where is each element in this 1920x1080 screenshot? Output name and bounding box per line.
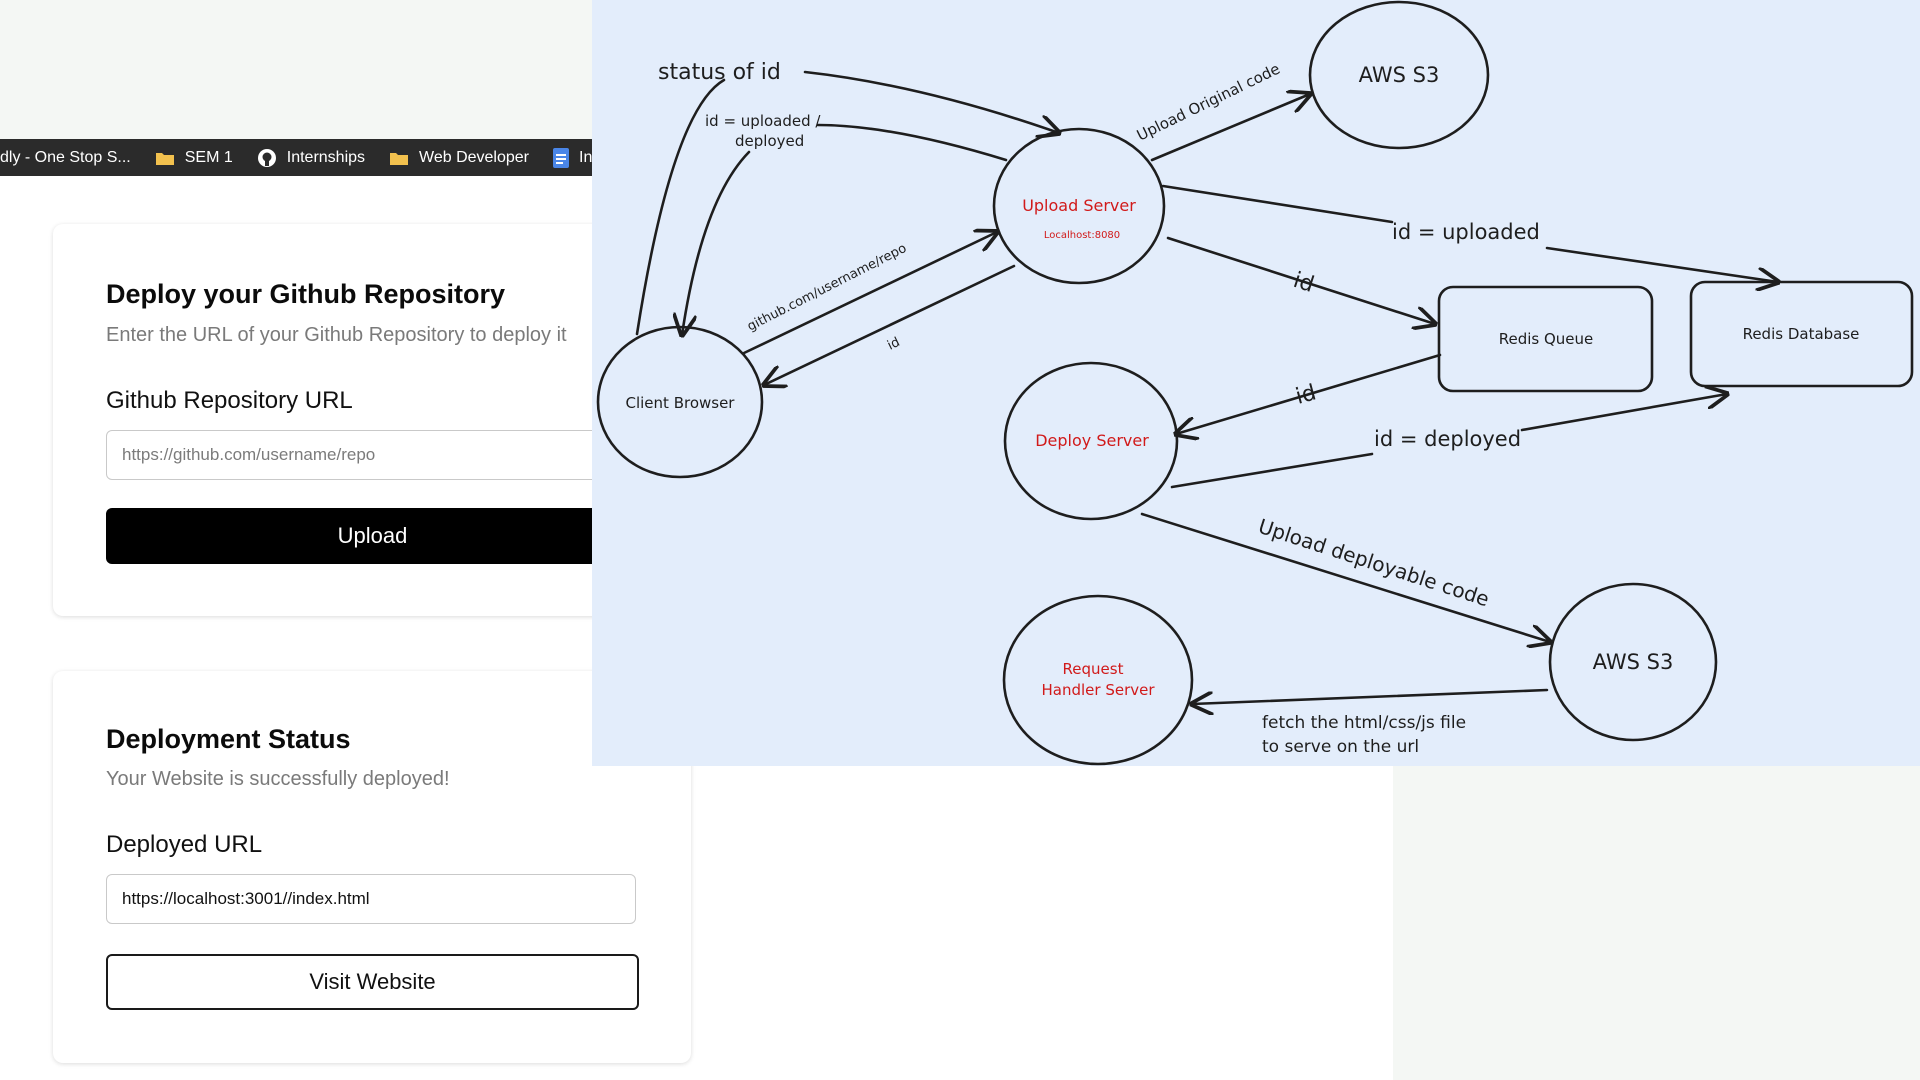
edge-s3-to-request-handler [1192, 688, 1549, 704]
edge-upload-to-browser-status [816, 123, 1008, 162]
edge-deploy-to-db-b [1520, 394, 1727, 432]
request-handler-node [1002, 594, 1194, 766]
google-docs-icon [553, 147, 569, 168]
edge-browser-status-loop [635, 78, 726, 336]
deployment-status-card: Deployment Status Your Website is succes… [53, 671, 691, 1063]
edge-label-status-of-id: status of id [658, 60, 781, 85]
edge-browser-to-upload [742, 232, 997, 355]
edge-upload-to-db-a [1161, 184, 1394, 224]
edge-label-fetch-2: to serve on the url [1262, 737, 1419, 757]
status-card-subtitle: Your Website is successfully deployed! [106, 768, 450, 790]
client-browser-label: Client Browser [626, 394, 736, 412]
edge-deploy-to-s3 [1140, 512, 1550, 642]
edge-label-github-url: github.com/username/repo [745, 241, 909, 335]
folder-icon [155, 150, 175, 166]
aws-s3-bottom-label: AWS S3 [1593, 650, 1674, 674]
edge-queue-to-deploy [1176, 353, 1442, 434]
redis-queue-node [1437, 285, 1654, 393]
edge-status-to-upload [803, 70, 1059, 133]
repo-url-label: Github Repository URL [106, 387, 353, 414]
deployed-url-label: Deployed URL [106, 831, 263, 858]
bookmark-docs[interactable]: Int [553, 147, 597, 168]
redis-database-label: Redis Database [1743, 325, 1860, 343]
upload-server-node [992, 127, 1166, 285]
deploy-card-title: Deploy your Github Repository [106, 279, 506, 309]
deploy-card: Deploy your Github Repository Enter the … [53, 224, 691, 616]
edge-upload-to-browser [764, 264, 1016, 385]
upload-server-sublabel: Localhost:8080 [1044, 230, 1120, 241]
deploy-server-label: Deploy Server [1035, 431, 1149, 450]
visit-website-button[interactable]: Visit Website [106, 954, 639, 1010]
architecture-diagram: AWS S3 Upload Server Localhost:8080 Clie… [592, 0, 1920, 766]
edge-deploy-to-db-a [1170, 452, 1374, 489]
bookmark-one-stop[interactable]: dly - One Stop S... [0, 149, 131, 167]
edge-upload-to-s3 [1150, 94, 1310, 162]
redis-database-node [1689, 280, 1914, 388]
edge-label-id-return: id [885, 335, 902, 354]
deployed-url-field[interactable] [106, 874, 636, 924]
edge-label-id-deployed: id = deployed [1374, 427, 1521, 451]
bookmark-label: Web Developer [419, 148, 529, 166]
deploy-card-subtitle: Enter the URL of your Github Repository … [106, 324, 567, 346]
edge-label-id-from-queue: id [1293, 380, 1319, 409]
edge-upload-to-db-b [1545, 246, 1778, 282]
edge-label-upload-original-code: Upload Original code [1134, 60, 1283, 145]
bookmark-label: dly - One Stop S... [0, 148, 131, 166]
repo-url-input[interactable] [106, 430, 636, 480]
upload-button[interactable]: Upload [106, 508, 639, 564]
aws-s3-bottom-node [1548, 582, 1718, 742]
bookmark-web-developer[interactable]: Web Developer [389, 149, 529, 167]
edge-label-fetch-1: fetch the html/css/js file [1262, 713, 1466, 733]
aws-s3-top-node [1308, 0, 1490, 150]
edge-label-id-uploaded: id = uploaded [1392, 220, 1540, 244]
redis-queue-label: Redis Queue [1499, 330, 1594, 348]
edge-label-id-uploaded-deployed-2: deployed [735, 132, 804, 150]
bookmark-label: SEM 1 [184, 148, 233, 166]
edge-label-id-to-queue: id [1290, 268, 1317, 298]
edge-label-upload-deployable-code: Upload deployable code [1255, 514, 1492, 611]
aws-s3-top-label: AWS S3 [1359, 63, 1440, 87]
status-card-title: Deployment Status [106, 724, 351, 754]
folder-icon [389, 150, 409, 166]
request-handler-label-1: Request [1063, 660, 1124, 678]
edge-status-down-to-browser [682, 150, 751, 335]
architecture-diagram-svg: AWS S3 Upload Server Localhost:8080 Clie… [596, 0, 1914, 766]
bookmark-label: Internships [286, 148, 366, 166]
bookmark-internships[interactable]: Internships [257, 148, 365, 168]
edge-label-id-uploaded-deployed-1: id = uploaded / [705, 112, 821, 130]
request-handler-label-2: Handler Server [1041, 681, 1155, 699]
edge-upload-to-queue [1166, 236, 1435, 324]
bookmark-sem1[interactable]: SEM 1 [155, 149, 233, 167]
github-icon [257, 148, 277, 168]
bookmarks-bar: dly - One Stop S... SEM 1 Internships We… [0, 139, 600, 176]
upload-server-label: Upload Server [1022, 196, 1136, 215]
